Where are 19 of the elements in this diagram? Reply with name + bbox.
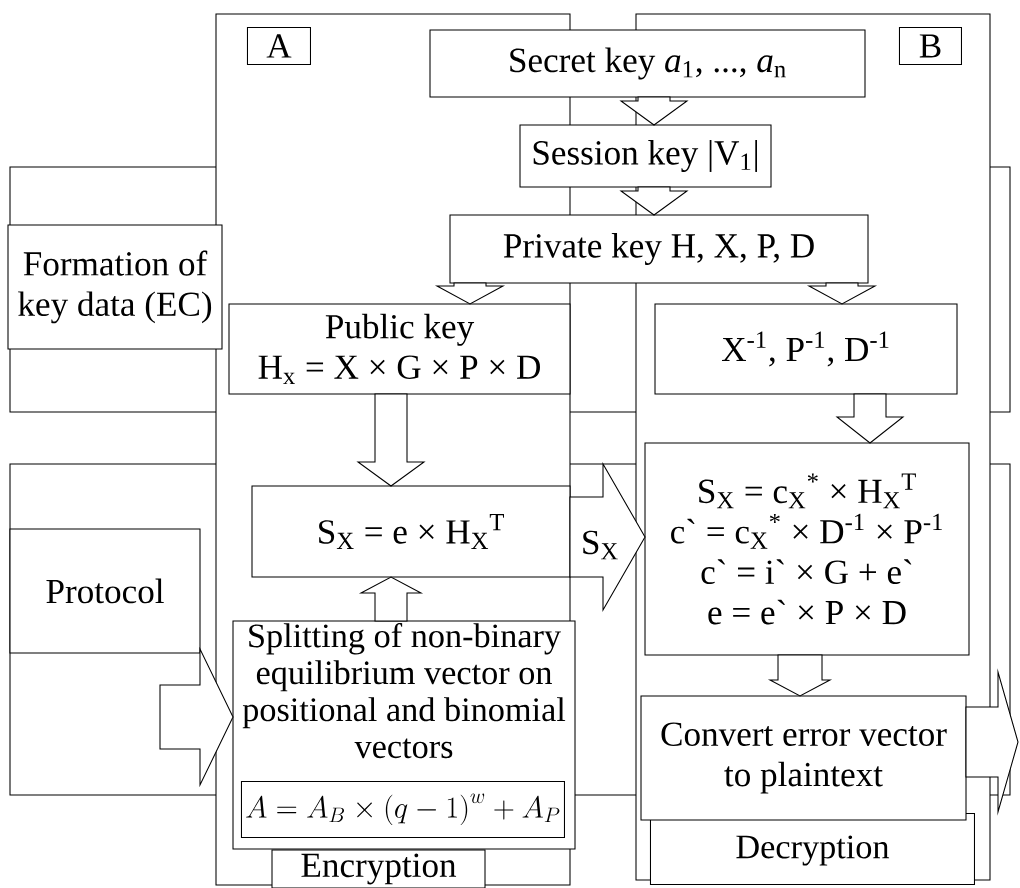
label-box: A	[246, 26, 311, 65]
process-box: Session key |V$_{1}$|	[519, 124, 772, 188]
block-arrow	[619, 96, 689, 126]
block-arrow	[835, 393, 905, 444]
block-arrow	[806, 282, 878, 305]
formula-box: $A = A_B \times \left(q-1\right)^{w} + A_P$	[240, 780, 565, 838]
block-arrow	[356, 393, 426, 487]
block-arrow	[767, 654, 833, 697]
block-arrow	[965, 668, 1019, 816]
block-arrow	[619, 186, 689, 216]
process-box: S$_{X}$ = e × H$_{X}$T	[251, 485, 571, 578]
edge-label: S$_{X}$	[579, 528, 621, 562]
block-arrow	[159, 646, 234, 788]
block-arrow	[358, 576, 424, 622]
label-box: B	[898, 26, 962, 65]
process-box: X$^{-1}$, P$^{-1}$, D$^{-1}$	[654, 303, 958, 395]
process-box: Secret key a$_{1}$, ..., a$_{n}$	[429, 29, 866, 98]
block-arrow	[434, 282, 506, 305]
process-box: Public key H$_{x}$ = X × G × P × D	[228, 303, 571, 395]
